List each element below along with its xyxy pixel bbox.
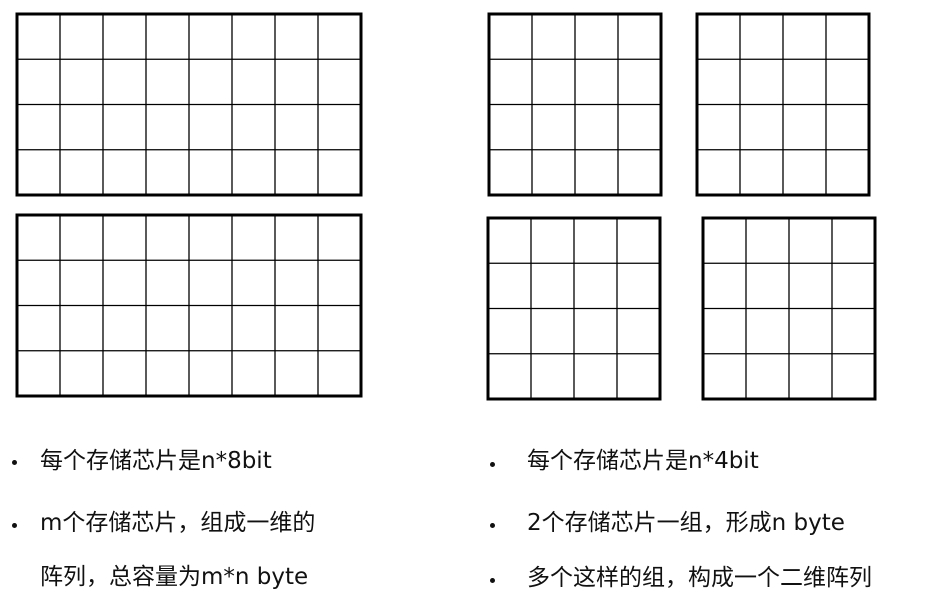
right-item-3: 多个这样的组，构成一个二维阵列: [527, 565, 872, 591]
right-chip-3: [486, 216, 662, 401]
bullet-dot: [490, 578, 495, 583]
left-item-1: 每个存储芯片是n*8bit: [40, 448, 272, 474]
left-item-2-cont: 阵列，总容量为m*n byte: [40, 564, 309, 590]
right-item-1: 每个存储芯片是n*4bit: [527, 448, 759, 474]
chip-border: [486, 216, 662, 401]
right-item-2: 2个存储芯片一组，形成n byte: [527, 510, 845, 536]
chip-border: [701, 216, 877, 401]
left-chip-2: [15, 213, 363, 398]
bullet-dot: [12, 460, 17, 465]
chip-border: [487, 12, 663, 197]
bullet-dot: [12, 523, 17, 528]
left-item-2: m个存储芯片，组成一维的: [40, 510, 316, 536]
chip-border: [15, 213, 363, 398]
right-chip-1: [487, 12, 663, 197]
bullet-dot: [490, 462, 495, 467]
right-chip-4: [701, 216, 877, 401]
memory-chip-diagram: [15, 12, 877, 401]
left-chip-1: [15, 12, 363, 197]
bullet-dot: [490, 523, 495, 528]
chip-border: [695, 12, 871, 197]
chip-border: [15, 12, 363, 197]
right-chip-2: [695, 12, 871, 197]
